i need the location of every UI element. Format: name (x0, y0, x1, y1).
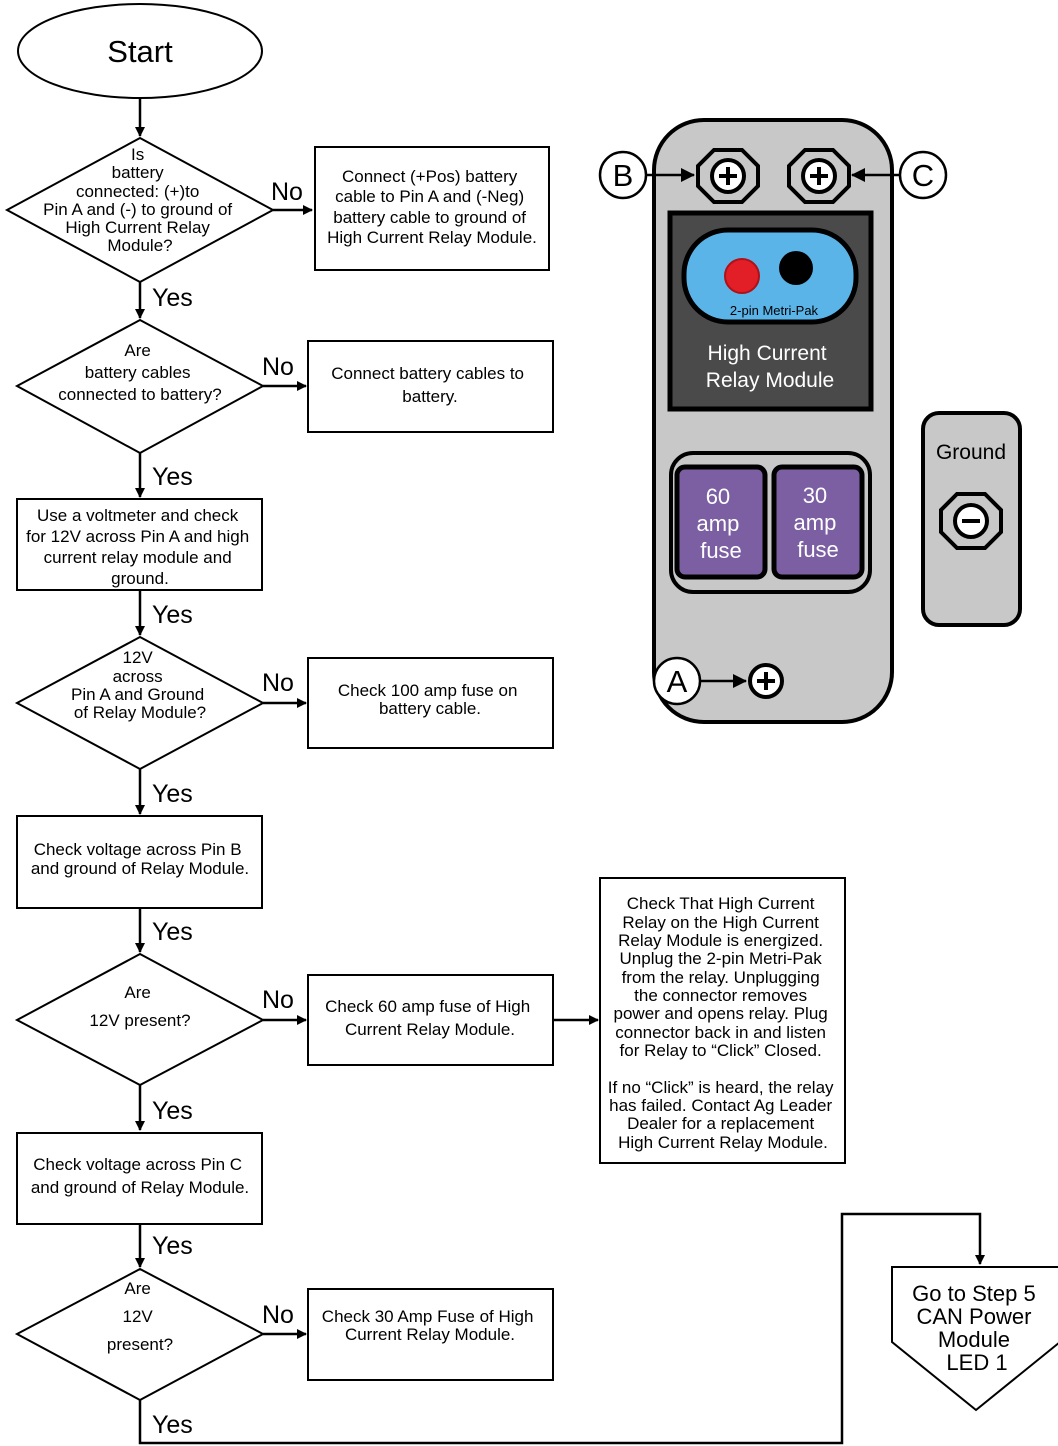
ground-block: Ground (921, 411, 1022, 627)
no-label: No (271, 178, 303, 206)
decision-text: Are 12V present? (107, 1279, 173, 1354)
no-label: No (262, 1301, 294, 1329)
step-text: Check voltage across Pin B and ground of… (31, 840, 249, 878)
fuse-30a-label: 30 amp fuse (794, 483, 843, 562)
step-check-pin-b: Check voltage across Pin B and ground of… (16, 815, 263, 909)
module-body (652, 118, 894, 724)
pin-a-callout: A (652, 656, 747, 706)
decision-text: Is battery connected: (+)to Pin A and (-… (43, 145, 237, 255)
fuse-60a (674, 464, 768, 580)
module-title: High Current Relay Module (706, 342, 834, 392)
no-label: No (262, 669, 294, 697)
relay-note-text: Check That High Current Relay on the Hig… (608, 894, 839, 1152)
decision-battery-connected: Is battery connected: (+)to Pin A and (-… (4, 136, 276, 284)
svg-text:B: B (613, 158, 634, 193)
decision-cables-connected: Are battery cables connected to battery? (14, 318, 266, 455)
metri-pak-connector (681, 227, 859, 325)
decision-12v-pin-b: Are 12V present? (14, 952, 266, 1087)
branch-labels: Yes Yes Yes Yes Yes Yes Yes Yes No No No… (152, 178, 303, 1439)
red-pin-icon (724, 258, 760, 294)
black-pin-icon (779, 251, 813, 285)
connector-label: 2-pin Metri-Pak (730, 303, 819, 318)
offpage-text: Go to Step 5 CAN Power Module LED 1 (912, 1281, 1042, 1375)
decision-text: Are battery cables connected to battery? (58, 341, 222, 404)
decision-text: Are 12V present? (89, 983, 190, 1030)
terminal-b-icon (696, 148, 760, 204)
decision-12v-pin-a: 12V across Pin A and Ground of Relay Mod… (14, 635, 266, 771)
action-text: Connect battery cables to battery. (331, 364, 529, 406)
step-check-pin-c: Check voltage across Pin C and ground of… (16, 1132, 263, 1225)
ground-label: Ground (936, 441, 1006, 464)
action-connect-cables: Connect battery cables to battery. (307, 340, 554, 433)
action-check-60a-fuse: Check 60 amp fuse of High Current Relay … (307, 974, 554, 1066)
yes-label: Yes (152, 284, 193, 312)
fuse-60a-label: 60 amp fuse (697, 484, 746, 563)
no-label: No (262, 353, 294, 381)
terminal-c-icon (787, 148, 851, 204)
offpage-connector: Go to Step 5 CAN Power Module LED 1 (891, 1266, 1058, 1412)
yes-label: Yes (152, 1232, 193, 1260)
decision-12v-pin-c: Are 12V present? (14, 1267, 266, 1402)
yes-label: Yes (152, 780, 193, 808)
step-text: Use a voltmeter and check for 12V across… (26, 506, 254, 588)
yes-label: Yes (152, 1411, 193, 1439)
svg-text:C: C (912, 158, 934, 193)
action-text: Connect (+Pos) battery cable to Pin A an… (327, 167, 537, 247)
step-text: Check voltage across Pin C and ground of… (31, 1155, 249, 1197)
decision-text: 12V across Pin A and Ground of Relay Mod… (71, 648, 209, 722)
start-terminal: Start (17, 3, 263, 99)
step-voltmeter-check: Use a voltmeter and check for 12V across… (16, 498, 263, 591)
action-text: Check 100 amp fuse on battery cable. (338, 681, 522, 718)
action-connect-battery: Connect (+Pos) battery cable to Pin A an… (314, 146, 550, 271)
start-label: Start (107, 34, 173, 69)
yes-label: Yes (152, 463, 193, 491)
action-check-30a-fuse: Check 30 Amp Fuse of High Current Relay … (307, 1288, 554, 1381)
terminal-a-icon (748, 663, 784, 699)
pin-b-callout: B (598, 150, 695, 200)
action-check-100a-fuse: Check 100 amp fuse on battery cable. (307, 657, 554, 749)
yes-label: Yes (152, 918, 193, 946)
ground-terminal-icon (939, 492, 1003, 550)
yes-label: Yes (152, 601, 193, 629)
relay-note: Check That High Current Relay on the Hig… (599, 877, 846, 1164)
fuse-30a (771, 464, 865, 580)
svg-text:A: A (667, 664, 688, 699)
action-text: Check 60 amp fuse of High Current Relay … (325, 997, 535, 1039)
pin-c-callout: C (851, 150, 948, 200)
no-label: No (262, 986, 294, 1014)
action-text: Check 30 Amp Fuse of High Current Relay … (322, 1307, 538, 1344)
relay-module-illustration: B C 2-pin Metri-Pak High Current Relay M… (598, 118, 948, 724)
flow-connectors (135, 98, 985, 1445)
yes-label: Yes (152, 1097, 193, 1125)
